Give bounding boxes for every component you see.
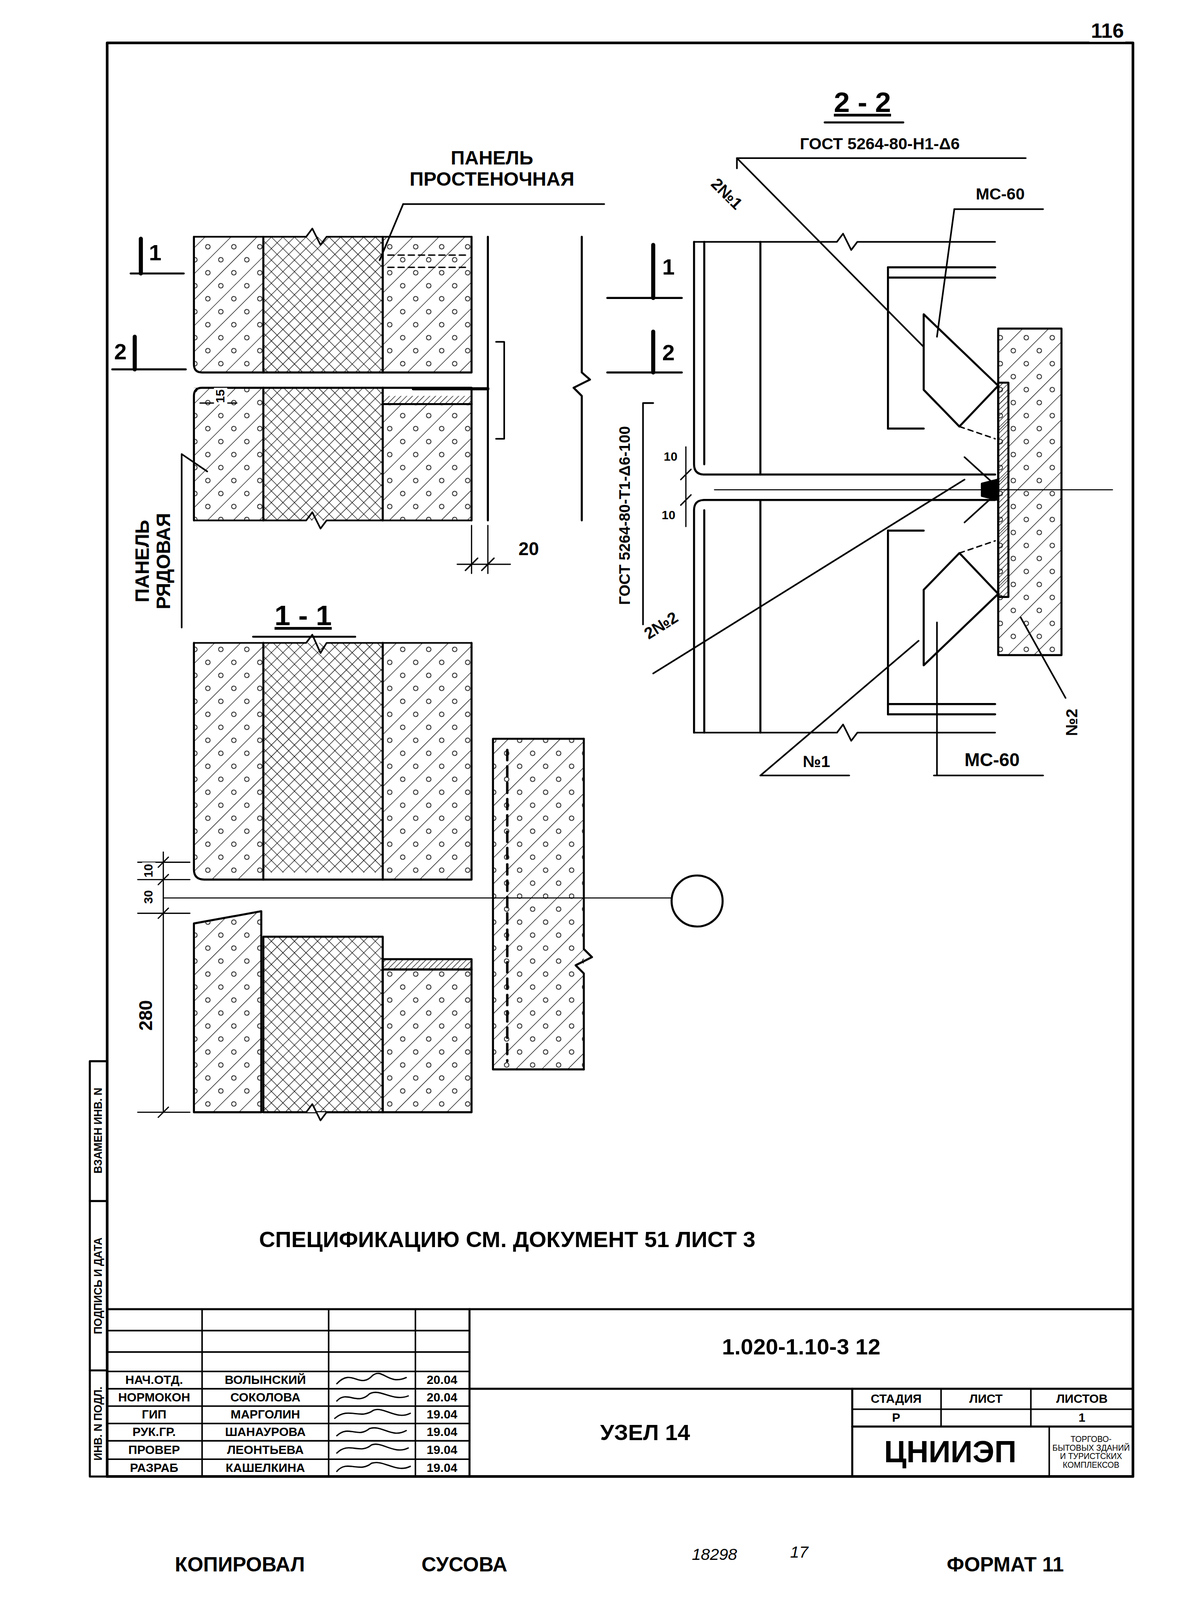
drawing-label: ПОДПИСЬ И ДАТА <box>92 1236 105 1336</box>
drawing-label: 10 <box>662 450 680 464</box>
drawing-label: ПАНЕЛЬ ПРОСТЕНОЧНАЯ <box>408 146 576 190</box>
drawing-label: ИНВ. N ПОДЛ. <box>92 1385 105 1463</box>
drawing-label: 2№1 <box>706 173 747 215</box>
drawing-label: 2 <box>112 339 129 365</box>
drawing-label: 116 <box>1089 19 1126 42</box>
drawing-label: 2№2 <box>639 607 683 644</box>
drawing-label: 30 <box>142 888 156 906</box>
drawing-label: 1 - 1 <box>273 599 334 632</box>
drawing-label: 15 <box>213 387 228 405</box>
drawing-label: ЛИСТ <box>968 1392 1005 1406</box>
drawing-label: СУСОВА <box>420 1553 509 1576</box>
drawing-label: МС-60 <box>974 184 1027 203</box>
drawing-label: РАЗРАБ <box>128 1461 180 1475</box>
drawing-label: ГОСТ 5264-80-Н1-Δ6 <box>798 135 962 153</box>
drawing-label: 20.04 <box>425 1373 459 1387</box>
drawing-label: ВОЛЫНСКИЙ <box>223 1373 308 1387</box>
drawing-label: СОКОЛОВА <box>228 1391 302 1405</box>
drawing-label: ПРОВЕР <box>127 1443 182 1457</box>
drawing-label: 280 <box>135 998 157 1033</box>
drawing-label: №2 <box>1062 707 1081 738</box>
drawing-label: 1.020-1.10-3 12 <box>720 1334 882 1360</box>
drawing-label: КОПИРОВАЛ <box>173 1553 307 1576</box>
drawing-label: 17 <box>788 1543 810 1562</box>
drawing-label: ФОРМАТ 11 <box>945 1553 1066 1576</box>
drawing-label: РУК.ГР. <box>131 1425 178 1439</box>
drawing-label: СПЕЦИФИКАЦИЮ СМ. ДОКУМЕНТ 51 ЛИСТ 3 <box>257 1227 757 1253</box>
drawing-label: 1 <box>660 255 676 281</box>
drawing-label: 19.04 <box>425 1443 459 1457</box>
sheet-title: УЗЕЛ 14 <box>598 1420 692 1446</box>
drawing-label: 10 <box>142 862 156 880</box>
drawing-label: ГОСТ 5264-80-Т1-Δ6-100 <box>616 424 634 607</box>
drawing-label: 20 <box>516 539 541 560</box>
drawing-label: ВЗАМЕН ИНВ. N <box>92 1086 105 1175</box>
drawing-label: Р <box>890 1411 902 1425</box>
drawing-label: НОРМОКОН <box>116 1391 192 1405</box>
drawing-label: 18298 <box>690 1545 739 1564</box>
drawing-label: 1 <box>147 240 163 266</box>
drawing-label: ПАНЕЛЬ РЯДОВАЯ <box>131 511 175 611</box>
drawing-label: ЛЕОНТЬЕВА <box>225 1443 306 1457</box>
drawing-label: 10 <box>660 508 677 523</box>
drawing-label: 19.04 <box>425 1408 459 1422</box>
drawing-label: ГИП <box>140 1408 168 1422</box>
drawing-label: 19.04 <box>425 1425 459 1439</box>
drawing-label: КАШЕЛКИНА <box>224 1461 307 1475</box>
drawing-label: МС-60 <box>962 750 1022 771</box>
drawing-label: СТАДИЯ <box>869 1392 923 1406</box>
drawing-label: ШАНАУРОВА <box>223 1425 307 1439</box>
drawing-label: ЛИСТОВ <box>1054 1392 1110 1406</box>
drawing-label: 20.04 <box>425 1391 459 1405</box>
drawing-label: 1 <box>1077 1411 1087 1425</box>
drawing-label: НАЧ.ОТД. <box>123 1373 185 1387</box>
drawing-label: МАРГОЛИН <box>228 1408 302 1422</box>
drawing-label: 19.04 <box>425 1461 459 1475</box>
drawing-label: №1 <box>801 752 832 771</box>
drawing-label: ЦНИИЭП <box>882 1435 1018 1470</box>
drawing-label: ТОРГОВО-БЫТОВЫХ ЗДАНИЙ И ТУРИСТСКИХ КОМП… <box>1052 1435 1130 1470</box>
drawing-label: 2 <box>660 340 676 366</box>
drawing-label: 2 - 2 <box>832 86 893 118</box>
